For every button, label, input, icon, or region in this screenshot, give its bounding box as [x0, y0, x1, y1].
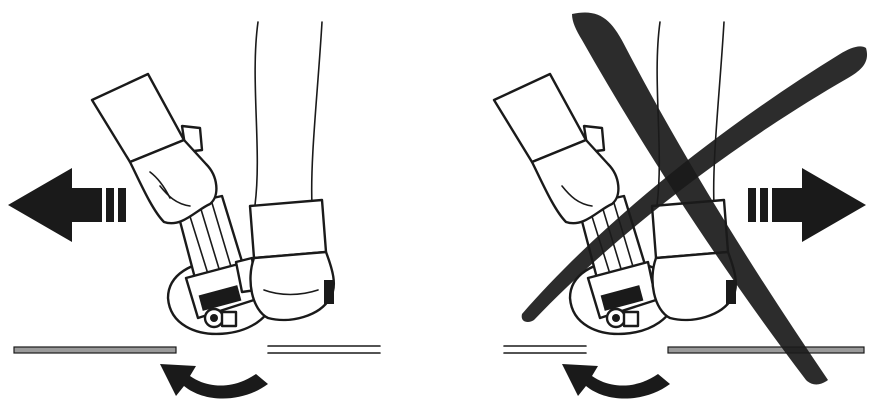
rotation-arrow-icon	[562, 364, 670, 399]
panel-correct	[8, 22, 380, 399]
feed-arrow-icon	[8, 168, 126, 242]
workpiece	[14, 346, 380, 353]
feed-arrow-icon	[748, 168, 866, 242]
workpiece	[504, 346, 864, 353]
panel-incorrect	[494, 12, 867, 398]
forearm-outline	[255, 22, 322, 205]
gloved-hand-icon	[250, 200, 334, 320]
rotation-arrow-icon	[160, 364, 268, 399]
